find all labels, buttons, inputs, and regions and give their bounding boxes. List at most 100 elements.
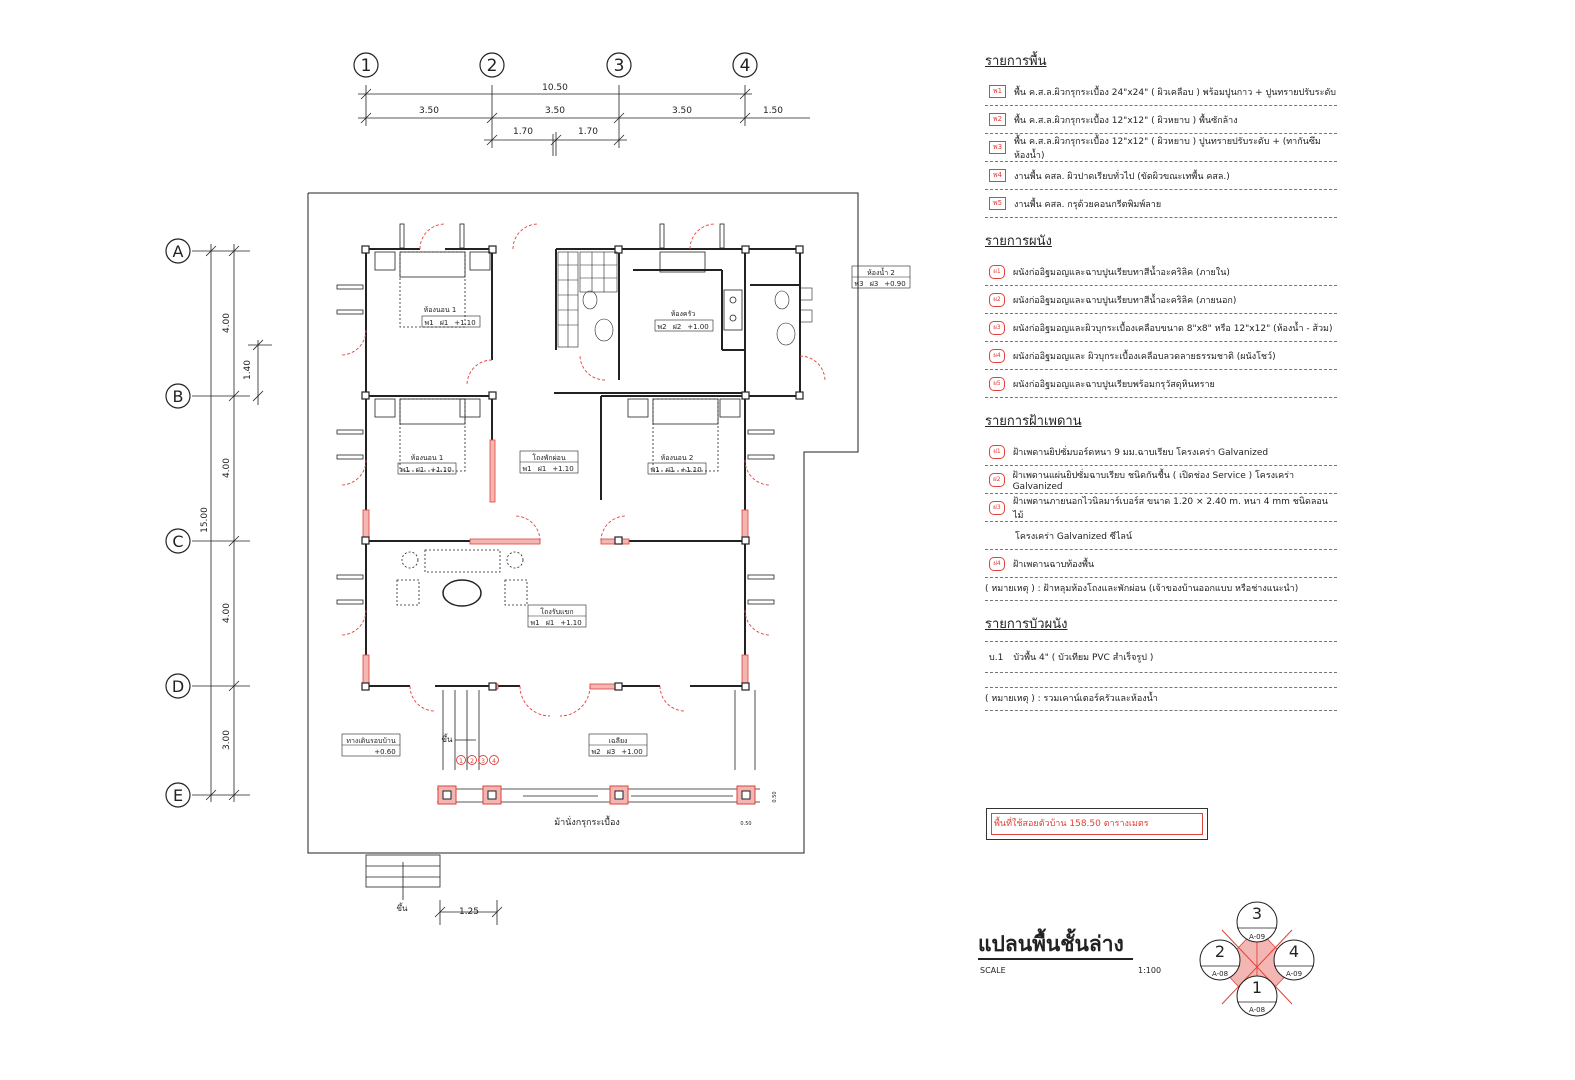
up-label-entry: ขึ้น <box>397 902 408 913</box>
room-bedroom-1-label: ห้องนอน 1 พ1 ฝ1 +1.10 <box>421 306 481 328</box>
room-living-ceiling: ฝ1 <box>546 619 555 627</box>
room-kitchen-ceiling: ฝ2 <box>673 323 682 331</box>
grid-row-e: E <box>173 786 183 805</box>
building-walls <box>365 248 801 688</box>
bed-furniture <box>374 251 743 472</box>
floor-legend-title: รายการพื้น <box>985 54 1047 69</box>
section-key-bottom-ref: A-08 <box>1249 1006 1265 1014</box>
wall-text: ผนังก่ออิฐมอญและ ผิวบุกระเบื้องเคลือบลวด… <box>1013 351 1276 362</box>
column-grid-bubbles <box>353 52 758 78</box>
up-label-terrace: ขึ้น <box>442 733 453 744</box>
bench-label: ม้านั่งกรุกระเบื้อง <box>554 815 620 828</box>
step-4: 4 <box>492 758 496 765</box>
room-bedroom-2-label: ห้องนอน 2 พ1 ฝ1 +1.10 <box>647 454 707 475</box>
room-bathroom-2-label: ห้องน้ำ 2 พ3 ฝ3 +0.90 <box>851 265 911 289</box>
room-hall-level: +1.10 <box>552 465 573 473</box>
ceiling-legend-item: โครงเคร่า Galvanized ซีไลน์ <box>985 522 1337 550</box>
ceiling-tag: ฝ2 <box>989 472 1005 487</box>
room-kitchen-floor: พ2 <box>657 323 666 331</box>
grid-col-3: 3 <box>614 56 625 76</box>
wall-text: ผนังก่ออิฐมอญและฉาบปูนเรียบพร้อมกรุวัสดุ… <box>1013 379 1215 390</box>
dim-overall-width: 10.50 <box>542 83 568 93</box>
dim-span-1: 3.50 <box>419 106 439 116</box>
room-bedroom-2-floor: พ1 <box>650 466 659 474</box>
room-hall-name: โถงพักผ่อน <box>532 453 566 462</box>
grid-col-4: 4 <box>740 56 751 76</box>
section-key-top-ref: A-09 <box>1249 933 1265 941</box>
room-bedroom-2-ceiling: ฝ1 <box>666 466 675 474</box>
room-kitchen-name: ห้องครัว <box>671 310 696 318</box>
wall-tag: ผ3 <box>989 320 1005 335</box>
grid-col-1: 1 <box>361 56 372 76</box>
room-bedroom-master-label: ห้องนอน 1 พ1 ฝ1 +1.10 <box>397 454 457 475</box>
room-bedroom-1-floor: พ1 <box>424 319 433 327</box>
ceiling-legend-item: ฝ3 ฝ้าเพดานภายนอกไวนิลมาร์เบอร์ส ขนาด 1.2… <box>985 494 1337 522</box>
skirting-tag: บ.1 <box>989 653 1004 663</box>
room-living-label: โถงรับแขก พ1 ฝ1 +1.10 <box>527 604 587 628</box>
floor-legend-item: พ1 พื้น ค.ส.ล.ผิวกรุกระเบื้อง 24"x24" ( ผ… <box>985 78 1337 106</box>
floor-text: พื้น ค.ส.ล.ผิวกรุกระเบื้อง 12"x12" ( ผิว… <box>1014 115 1238 126</box>
ceiling-tag: ฝ4 <box>989 556 1005 571</box>
windows <box>336 223 775 605</box>
small-dim-2: 0.50 <box>740 821 751 827</box>
floor-tag: พ5 <box>989 197 1006 210</box>
bathroom-fixtures <box>557 251 813 348</box>
room-terrace-name: เฉลียง <box>609 737 628 745</box>
floor-text: งานพื้น คสล. กรุด้วยคอนกรีตพิมพ์ลาย <box>1014 199 1162 210</box>
floor-text: พื้น ค.ส.ล.ผิวกรุกระเบื้อง 12"x12" ( ผิว… <box>1014 136 1321 161</box>
ceiling-tag: ฝ3 <box>989 500 1005 515</box>
wall-legend-title: รายการผนัง <box>985 234 1052 249</box>
top-dimension-lines <box>358 85 810 156</box>
section-key-top-num: 3 <box>1252 904 1262 923</box>
room-bedroom-master-ceiling: ฝ1 <box>416 466 425 474</box>
floor-tag: พ1 <box>989 85 1006 98</box>
ceiling-text: ฝ้าเพดานแผ่นยิปซั่มฉาบเรียบ ชนิดกันชื้น … <box>1012 470 1295 492</box>
area-note: พื้นที่ใช้สอยตัวบ้าน 158.50 ตารางเมตร <box>991 813 1203 835</box>
room-bedroom-2-name: ห้องนอน 2 <box>661 454 694 462</box>
living-furniture <box>396 549 528 607</box>
entry-steps <box>365 854 503 925</box>
ceiling-text: โครงเคร่า Galvanized ซีไลน์ <box>1015 531 1133 542</box>
step-2: 2 <box>470 758 474 765</box>
room-bedroom-1-name: ห้องนอน 1 <box>424 306 457 314</box>
room-bedroom-1-ceiling: ฝ1 <box>440 319 449 327</box>
wall-text: ผนังก่ออิฐมอญและฉาบปูนเรียบทาสีน้ำอะคริล… <box>1013 267 1230 278</box>
room-entrance-label: ทางเดินรอบบ้าน +0.60 <box>341 733 401 757</box>
room-terrace-level: +1.00 <box>621 748 642 756</box>
floor-text: งานพื้น คสล. ผิวปาดเรียบทั่วไป (ขัดผิวขณ… <box>1014 171 1230 182</box>
room-hall-floor: พ1 <box>522 465 531 473</box>
skirting-note: ( หมายเหตุ ) : รวมเคาน์เตอร์ครัวและห้องน… <box>985 687 1337 711</box>
floor-legend-item: พ5 งานพื้น คสล. กรุด้วยคอนกรีตพิมพ์ลาย <box>985 190 1337 218</box>
room-bedroom-1-level: +1.10 <box>454 319 475 327</box>
floor-text: พื้น ค.ส.ล.ผิวกรุกระเบื้อง 24"x24" ( ผิว… <box>1014 87 1337 98</box>
skirting-text: บัวพื้น 4" ( บัวเทียม PVC สำเร็จรูป ) <box>1013 653 1154 663</box>
structural-columns <box>361 245 804 691</box>
dim-row-sub: 1.40 <box>243 360 253 380</box>
room-bedroom-master-floor: พ1 <box>400 466 409 474</box>
room-terrace-ceiling: ฝ3 <box>607 748 616 756</box>
left-dimension-lines <box>192 244 272 802</box>
legend-panel: รายการพื้น พ1 พื้น ค.ส.ล.ผิวกรุกระเบื้อง … <box>985 52 1337 711</box>
room-kitchen-level: +1.00 <box>687 323 708 331</box>
section-key-left-num: 2 <box>1215 942 1225 961</box>
skirting-legend-title: รายการบัวผนัง <box>985 617 1068 632</box>
ceiling-text: ฝ้าเพดานยิปซั่มบอร์ดหนา 9 มม.ฉาบเรียบ โค… <box>1013 447 1269 458</box>
wall-text: ผนังก่ออิฐมอญและผิวบุกระเบื้องเคลือบขนาด… <box>1013 323 1333 334</box>
room-bedroom-2-level: +1.10 <box>680 466 701 474</box>
dim-row-1: 4.00 <box>222 313 232 333</box>
ceiling-note: ( หมายเหตุ ) : ฝ้าหลุมห้องโถงและพักผ่อน … <box>985 578 1337 601</box>
room-bedroom-master-name: ห้องนอน 1 <box>411 454 444 462</box>
ceiling-text: ฝ้าเพดานภายนอกไวนิลมาร์เบอร์ส ขนาด 1.20 … <box>1012 496 1328 521</box>
room-hall-ceiling: ฝ1 <box>538 465 547 473</box>
site-boundary <box>307 192 859 854</box>
dim-row-2: 4.00 <box>222 458 232 478</box>
row-grid-bubbles <box>165 238 191 808</box>
grid-row-d: D <box>172 677 184 696</box>
floor-legend-list: พ1 พื้น ค.ส.ล.ผิวกรุกระเบื้อง 24"x24" ( ผ… <box>985 78 1337 218</box>
step-markers <box>456 755 499 765</box>
